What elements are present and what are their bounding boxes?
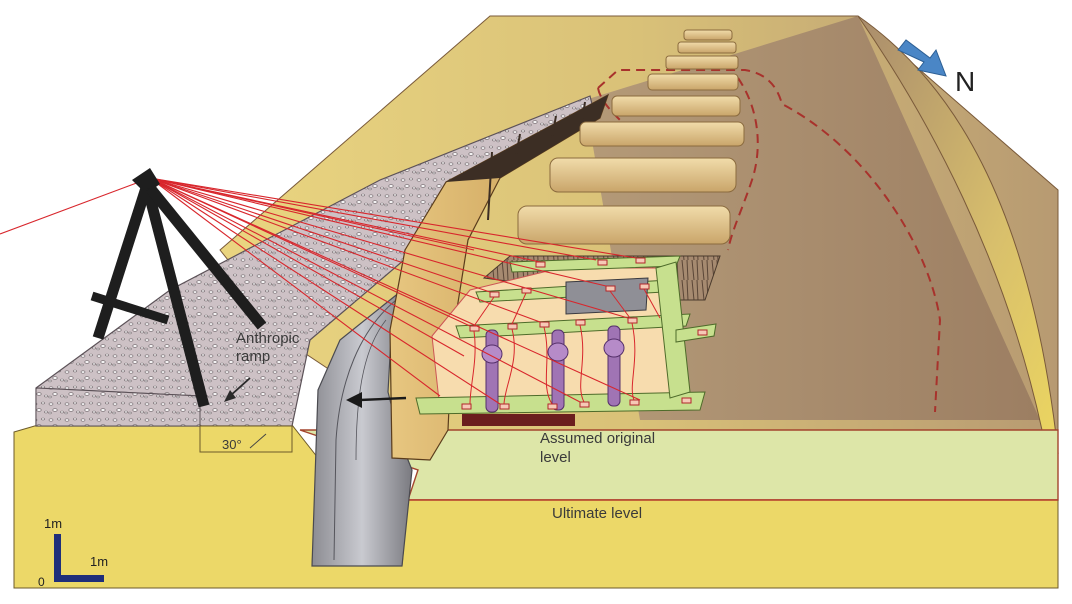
scale-vertical-label: 1m	[44, 516, 63, 531]
scale-horizontal-label: 1m	[90, 554, 109, 569]
sensor-markers	[461, 257, 708, 410]
log-beam	[517, 205, 731, 245]
support-frame	[415, 255, 717, 426]
log-beams	[517, 29, 745, 245]
log-beam	[677, 41, 737, 54]
log-beam	[549, 157, 737, 193]
tension-lines	[469, 288, 661, 405]
tripod-leg	[92, 186, 152, 340]
frame-side	[675, 323, 717, 343]
ramp-step	[199, 425, 293, 453]
trench-floor	[585, 16, 1040, 420]
wall-seams	[487, 101, 586, 221]
strut-joint	[547, 342, 569, 362]
strut-joint	[603, 338, 625, 358]
log-beam	[647, 73, 739, 91]
purple-strut	[485, 329, 499, 413]
north-arrow-icon	[897, 39, 947, 77]
trench-arrow-icon	[346, 392, 407, 408]
laser-rays	[0, 177, 641, 405]
trench-contour	[333, 299, 397, 561]
purple-strut	[607, 325, 621, 407]
anthropic-ramp-label: Anthropic ramp	[236, 330, 300, 365]
tripod-brace	[90, 291, 170, 325]
terrain-block	[13, 15, 1059, 589]
north-label: N	[955, 66, 976, 97]
frame-box	[565, 277, 649, 315]
scale-bar-icon	[54, 534, 104, 582]
log-beam	[665, 55, 739, 70]
angle-arc	[249, 433, 267, 449]
purple-strut	[551, 329, 565, 411]
dashed-inner	[727, 77, 759, 251]
base-log	[462, 414, 575, 426]
assumed-original-level-label: Assumed original level	[540, 430, 656, 466]
scale-origin-label: 0	[38, 575, 45, 589]
tripod-leg	[145, 184, 267, 330]
dashed-boundary	[597, 69, 942, 413]
log-beam	[683, 29, 733, 41]
trench-contour-2	[355, 319, 387, 461]
tripod-leg	[142, 188, 210, 408]
ramp-arrow-icon	[224, 377, 251, 402]
log-beam	[611, 95, 741, 117]
ultimate-level-label: Ultimate level	[552, 505, 643, 522]
slope-angle-label: 30°	[222, 437, 242, 452]
wall-top-dark	[446, 95, 608, 182]
tripod-icon	[90, 168, 267, 408]
frame-post	[655, 261, 691, 399]
log-beam	[579, 121, 745, 147]
